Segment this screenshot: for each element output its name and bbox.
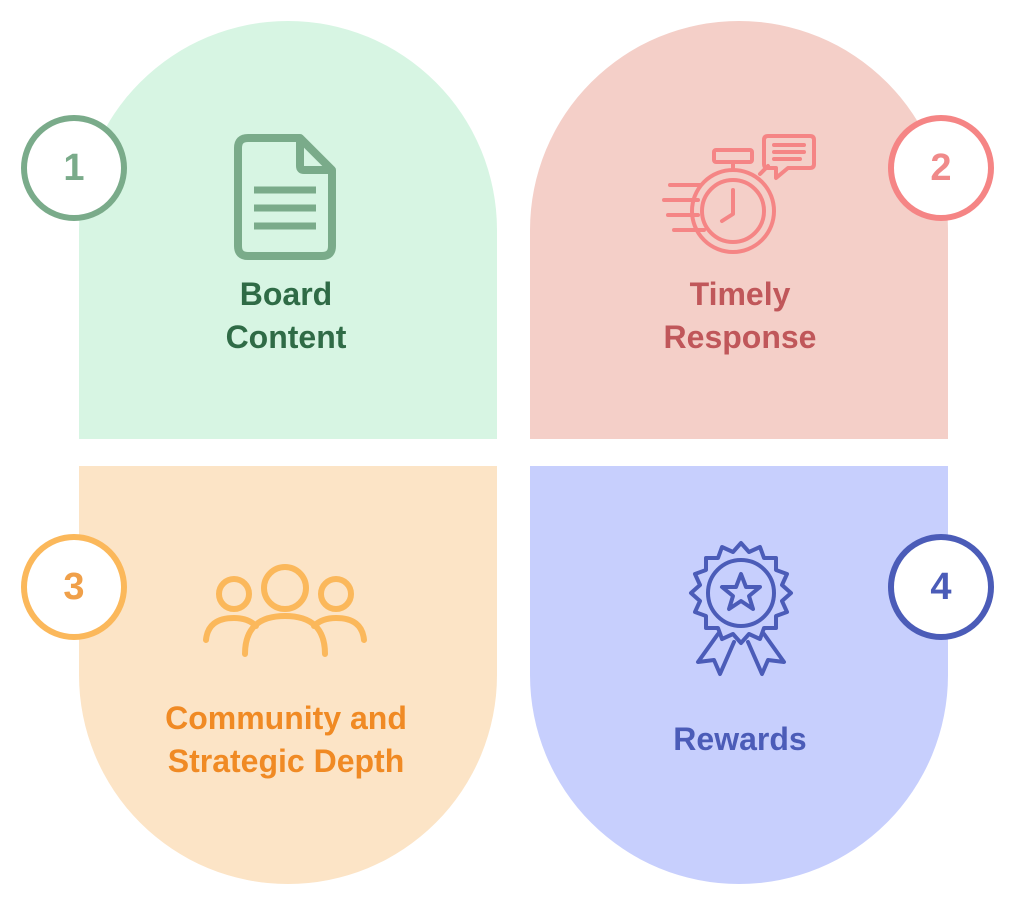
number-badge-4: 4 [888,534,994,640]
award-ribbon-icon [680,538,802,688]
stopwatch-message-icon [660,130,825,265]
group-people-icon [200,560,370,665]
item-1-label-line-2: Content [225,319,347,355]
item-4-label: Rewards [580,718,900,761]
number-badge-1: 1 [21,115,127,221]
item-1-label: Board Content [126,273,446,359]
number-badge-3: 3 [21,534,127,640]
item-2-label-line-2: Response [663,319,817,355]
number-badge-2: 2 [888,115,994,221]
panel-community-strategic-depth [79,466,497,884]
item-1-label-line-1: Board [239,276,333,312]
item-4-label-line-1: Rewards [673,721,807,757]
item-2-label: Timely Response [580,273,900,359]
document-icon [230,132,340,267]
item-3-label-line-2: Strategic Depth [167,743,405,779]
panel-board-content [79,21,497,439]
panel-rewards [530,466,948,884]
item-3-label: Community and Strategic Depth [126,697,446,783]
item-3-label-line-1: Community and [165,700,407,736]
item-2-label-line-1: Timely [689,276,791,312]
panel-timely-response [530,21,948,439]
